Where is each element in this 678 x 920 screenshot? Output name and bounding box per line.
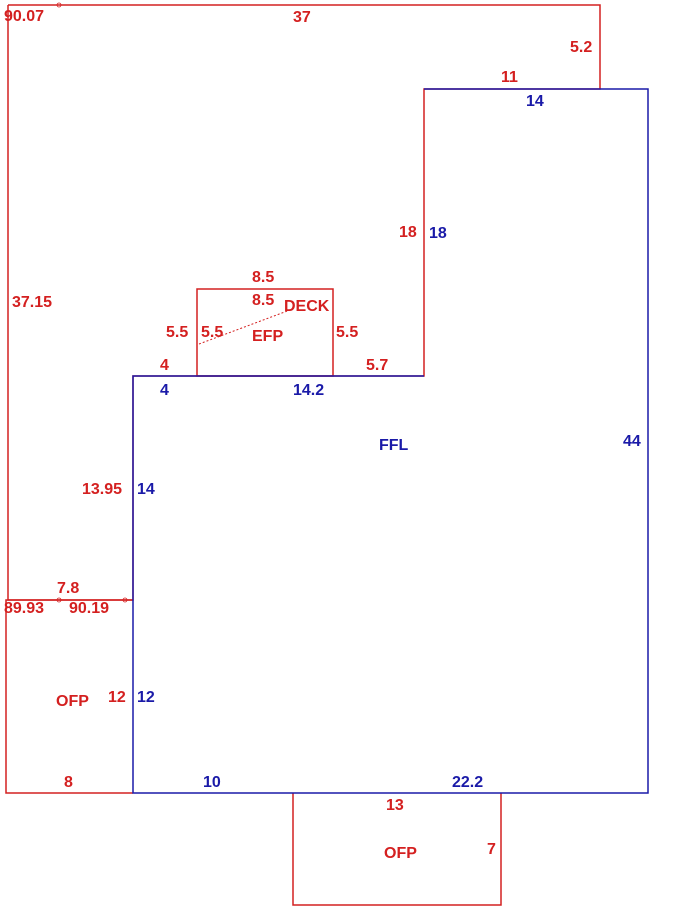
dim-deck-left-notch: 13.95 <box>82 481 122 498</box>
dim-ffl-top-mid: 14.2 <box>293 382 324 399</box>
efp-label: EFP <box>252 328 283 345</box>
dim-ffl-top-right: 14 <box>526 93 544 110</box>
dim-efp-left-outer: 5.5 <box>166 324 188 341</box>
dim-ffl-step-top: 4 <box>160 382 169 399</box>
dim-deck-right-step: 5.7 <box>366 357 388 374</box>
dim-deck-step: 11 <box>501 69 518 86</box>
ffl-label: FFL <box>379 437 409 454</box>
dim-deck-angle-bottom-a: 89.93 <box>4 600 44 617</box>
ofp-left-outline <box>5 599 133 794</box>
dim-ffl-upper-left: 18 <box>429 225 447 242</box>
dim-ofp-bottom-side: 7 <box>487 841 496 858</box>
ofp-left-label: OFP <box>56 693 89 710</box>
dim-deck-left: 37.15 <box>12 294 52 311</box>
dim-ffl-bottom-left: 10 <box>203 774 221 791</box>
angle-mark-bottom-left <box>56 597 62 603</box>
dim-deck-angle-top-left: 90.07 <box>4 8 44 25</box>
dim-deck-bottom-step: 7.8 <box>57 580 79 597</box>
dim-ofp-bottom-top: 13 <box>386 797 404 814</box>
angle-mark-top-left <box>56 2 62 8</box>
ffl-outline <box>132 88 649 794</box>
dim-deck-notch-top: 4 <box>160 357 169 374</box>
angle-mark-bottom-right <box>122 597 128 603</box>
ofp-bottom-label: OFP <box>384 845 417 862</box>
dim-ofp-left-side: 12 <box>108 689 126 706</box>
dim-efp-right: 5.5 <box>336 324 358 341</box>
dim-deck-inner-right: 18 <box>399 224 417 241</box>
dim-deck-right-short: 5.2 <box>570 39 592 56</box>
dim-efp-top-inner: 8.5 <box>252 292 274 309</box>
dim-ffl-right: 44 <box>623 433 641 450</box>
deck-label: DECK <box>284 298 330 315</box>
dim-ofp-left-bottom: 8 <box>64 774 73 791</box>
dim-ffl-bottom-right: 22.2 <box>452 774 483 791</box>
efp-diagonal-dotted <box>198 309 291 345</box>
dim-ffl-left-lower: 12 <box>137 689 155 706</box>
ofp-bottom-outline <box>292 793 502 906</box>
dim-efp-top: 8.5 <box>252 269 274 286</box>
dim-deck-top: 37 <box>293 9 311 26</box>
dim-deck-angle-bottom-b: 90.19 <box>69 600 109 617</box>
dim-ffl-left-upper: 14 <box>137 481 155 498</box>
dim-efp-left-inner: 5.5 <box>201 324 223 341</box>
